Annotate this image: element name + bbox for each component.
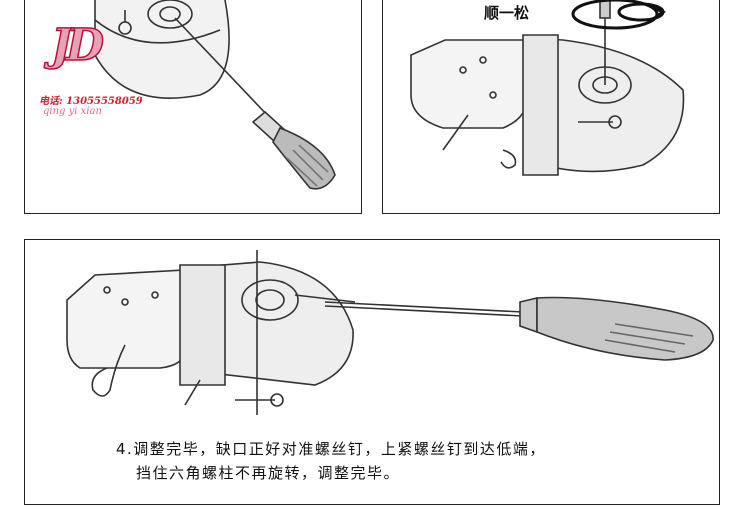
caption-line-2: 挡住六角螺柱不再旋转，调整完毕。 <box>136 464 401 482</box>
step-image-panel-1: JD 电话: 13055558059 qing yi xian <box>24 0 362 214</box>
loosen-label: 顺一松 <box>484 4 530 22</box>
caption-line-1: 4.调整完毕，缺口正好对准螺丝钉，上紧螺丝钉到达低端， <box>116 440 546 458</box>
brand-logo: JD 电话: 13055558059 qing yi xian <box>39 12 159 117</box>
logo-phone: 电话: 13055558059 <box>39 96 143 107</box>
device-sketch-1 <box>94 0 336 190</box>
step-image-panel-2 <box>382 0 720 214</box>
logo-pinyin: qing yi xian <box>43 106 102 117</box>
rotation-arrow-icon <box>571 0 666 30</box>
device-sketch-3 <box>66 250 714 415</box>
device-sketch-2 <box>410 0 685 176</box>
step-image-panel-3 <box>24 239 720 505</box>
logo-mark: JD <box>50 19 104 72</box>
